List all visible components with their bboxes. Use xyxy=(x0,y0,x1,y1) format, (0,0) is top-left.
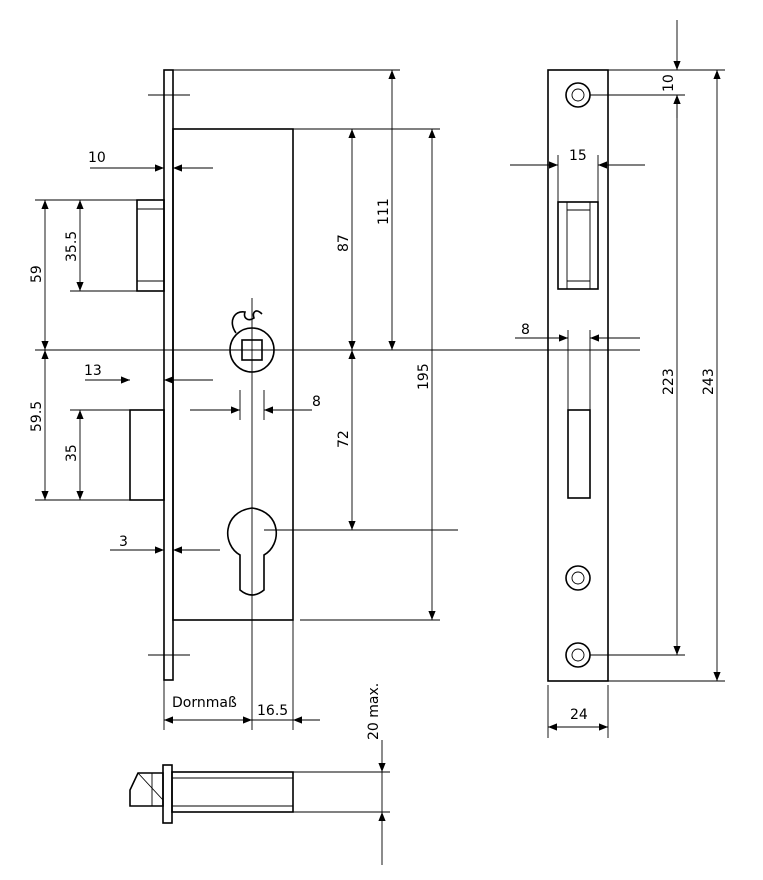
lock-side-view xyxy=(129,764,390,824)
screw-hole-top xyxy=(565,82,591,108)
dim-87: 87 xyxy=(336,129,356,350)
dim-label-10-forend: 10 xyxy=(88,150,106,166)
dim-plate-24: 24 xyxy=(548,707,608,731)
dim-59: 59 xyxy=(29,200,49,350)
lock-case xyxy=(172,128,294,621)
dim-label-87: 87 xyxy=(336,234,352,252)
dim-label-15: 15 xyxy=(569,148,587,164)
dim-label-3: 3 xyxy=(119,534,128,550)
latch-bolt xyxy=(136,199,165,292)
dim-223: 223 xyxy=(661,95,681,655)
dim-label-59-5: 59.5 xyxy=(29,401,45,432)
dim-111: 111 xyxy=(376,70,396,350)
side-forend xyxy=(162,764,173,824)
dim-label-72: 72 xyxy=(336,430,352,448)
strike-plate xyxy=(547,69,609,682)
screw-hole-bottom xyxy=(565,642,591,668)
side-case xyxy=(171,771,294,813)
dim-plate-8: 8 xyxy=(515,322,640,342)
forend-plate xyxy=(163,69,174,681)
dim-label-59: 59 xyxy=(29,265,45,283)
side-latch xyxy=(129,772,164,807)
lock-front-view xyxy=(129,69,294,730)
dim-label-8-plate: 8 xyxy=(521,322,530,338)
dim-label-20-max: 20 max. xyxy=(366,683,382,740)
dim-16-5: 16.5 xyxy=(252,703,320,724)
strike-plate-outline xyxy=(547,69,609,682)
dim-35: 35 xyxy=(64,410,84,500)
dim-3: 3 xyxy=(110,534,220,554)
dim-plate-15: 15 xyxy=(510,148,645,169)
dim-195: 195 xyxy=(416,129,436,620)
dim-follower-8: 8 xyxy=(190,394,321,414)
backset-label: Dornmaß xyxy=(172,695,237,711)
dim-label-10-plate: 10 xyxy=(661,74,677,92)
dim-forend-10: 10 xyxy=(88,150,213,172)
dim-label-243: 243 xyxy=(701,368,717,395)
dim-label-16-5: 16.5 xyxy=(257,703,288,719)
dim-label-24: 24 xyxy=(570,707,588,723)
dim-label-111: 111 xyxy=(376,198,392,225)
dim-label-223: 223 xyxy=(661,368,677,395)
dim-35-5: 35.5 xyxy=(64,200,84,291)
dim-label-35-5: 35.5 xyxy=(64,231,80,262)
strike-extension-lines xyxy=(547,69,725,738)
dim-72: 72 xyxy=(336,350,356,530)
dim-label-35: 35 xyxy=(64,444,80,462)
dim-backset: Dornmaß xyxy=(164,695,252,724)
dim-label-8-follower: 8 xyxy=(312,394,321,410)
screw-hole-middle xyxy=(565,565,591,591)
dim-label-13: 13 xyxy=(84,363,102,379)
latch-opening xyxy=(557,201,599,290)
dim-243: 243 xyxy=(701,70,721,681)
dim-20-max: 20 max. xyxy=(366,683,386,865)
dim-13: 13 xyxy=(84,363,213,384)
dead-bolt xyxy=(129,409,165,501)
deadbolt-opening xyxy=(567,409,591,499)
dim-plate-10: 10 xyxy=(661,20,681,118)
front-extension-lines xyxy=(35,69,640,730)
dim-label-195: 195 xyxy=(416,363,432,390)
dim-59-5: 59.5 xyxy=(29,350,49,500)
